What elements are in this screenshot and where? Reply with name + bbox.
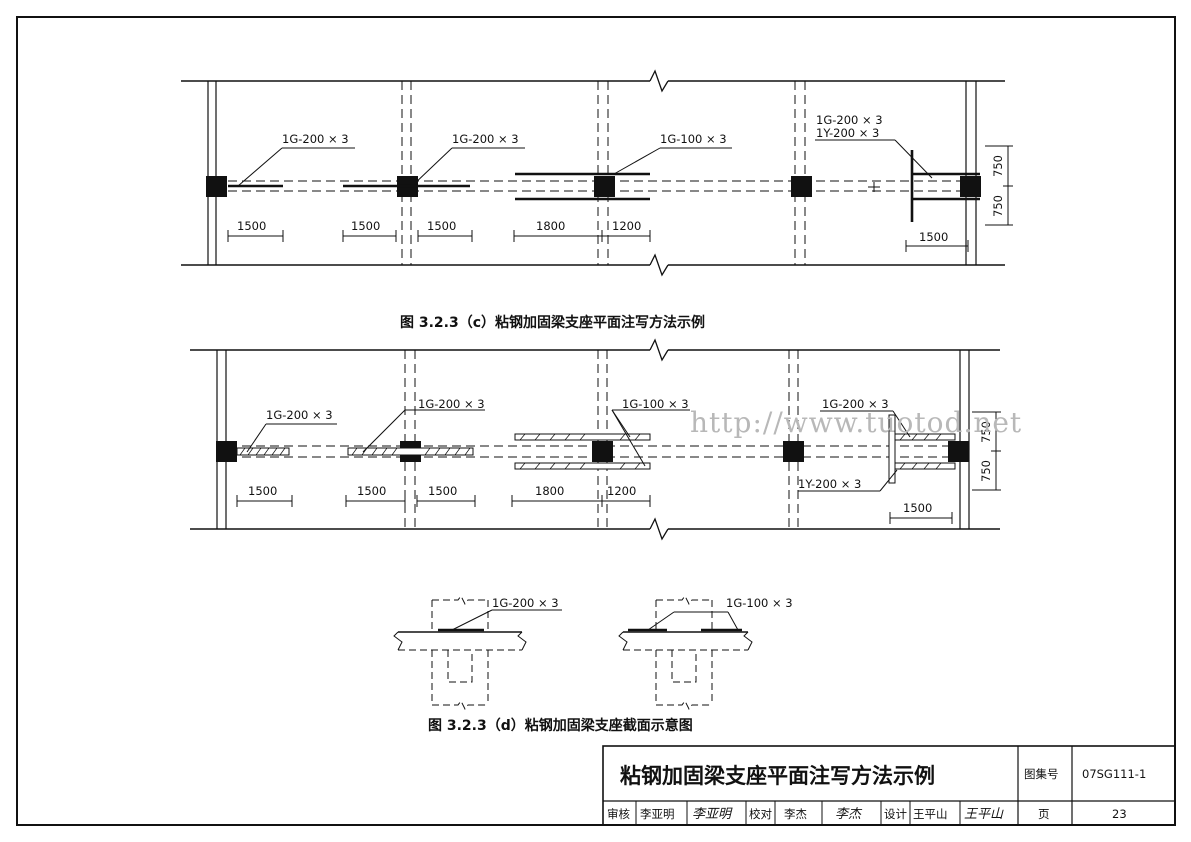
dim-750-b: 750 [991,195,1005,217]
atlas-label: 图集号 [1024,767,1059,781]
section-label-1g-200: 1G-200 × 3 [492,596,559,610]
d-dim-1500-b: 1500 [357,484,386,498]
reviewer-signature: 李亚明 [692,807,733,822]
label-1y-200: 1Y-200 × 3 [816,126,879,140]
designer-signature: 王平山 [964,807,1004,822]
dim-1500-a: 1500 [237,219,266,233]
d-label-1y-200: 1Y-200 × 3 [798,477,861,491]
page-label: 页 [1038,807,1050,821]
section-label-1g-100: 1G-100 × 3 [726,596,793,610]
atlas-number: 07SG111-1 [1082,767,1146,781]
dim-1500-c: 1500 [427,219,456,233]
checker-signature: 李杰 [835,807,863,822]
d-label-1g-100: 1G-100 × 3 [622,397,689,411]
design-label: 设计 [884,807,907,821]
sheet-frame [16,16,1176,826]
figure-c-leaders [237,139,933,192]
d-dim-750-a: 750 [979,421,993,443]
check-label: 校对 [749,807,772,821]
section-right [618,595,753,710]
figure-d-columns [216,441,969,462]
reviewer-name: 李亚明 [640,807,675,821]
figure-c-columns [206,176,981,197]
d-label-1g-200-a: 1G-200 × 3 [266,408,333,422]
d-label-1g-200-c: 1G-200 × 3 [822,397,889,411]
d-dim-1200: 1200 [607,484,636,498]
page-number: 23 [1112,807,1127,821]
sheet-title: 粘钢加固梁支座平面注写方法示例 [620,764,935,788]
dim-1200: 1200 [612,219,641,233]
title-block-text: 粘钢加固梁支座平面注写方法示例 图集号 07SG111-1 审核 李亚明 李亚明… [607,764,1146,822]
d-dim-1500-d: 1500 [903,501,932,515]
checker-name: 李杰 [784,807,807,821]
label-1g-200-a: 1G-200 × 3 [282,132,349,146]
figure-d-caption: 图 3.2.3（d）粘钢加固梁支座截面示意图 [428,717,693,734]
figure-c-text: 1G-200 × 3 1G-200 × 3 1G-100 × 3 1G-200 … [237,113,1005,331]
figure-c-dimension-lines [227,145,1013,252]
review-label: 审核 [607,807,630,821]
figure-d-plan-text: 1G-200 × 3 1G-200 × 3 1G-100 × 3 1G-200 … [248,397,993,515]
d-dim-1800: 1800 [535,484,564,498]
d-label-1g-200-b: 1G-200 × 3 [418,397,485,411]
dim-750-a: 750 [991,155,1005,177]
d-dim-750-b: 750 [979,460,993,482]
watermark: http://www.tuotod.net [690,406,1022,439]
section-left [393,595,562,710]
dim-1500-d: 1500 [919,230,948,244]
figure-c-steel-plates [228,150,980,222]
figure-c-caption: 图 3.2.3（c）粘钢加固梁支座平面注写方法示例 [400,314,705,331]
d-dim-1500-a: 1500 [248,484,277,498]
label-1g-200-c: 1G-200 × 3 [816,113,883,127]
figure-d-hatching [239,433,942,470]
figure-d-leaders [246,409,911,492]
label-1g-200-b: 1G-200 × 3 [452,132,519,146]
d-dim-1500-c: 1500 [428,484,457,498]
dim-1800: 1800 [536,219,565,233]
label-1g-100: 1G-100 × 3 [660,132,727,146]
title-block [602,745,1176,826]
figure-d-dimension-lines [236,411,1001,524]
dim-1500-b: 1500 [351,219,380,233]
designer-name: 王平山 [913,807,948,821]
